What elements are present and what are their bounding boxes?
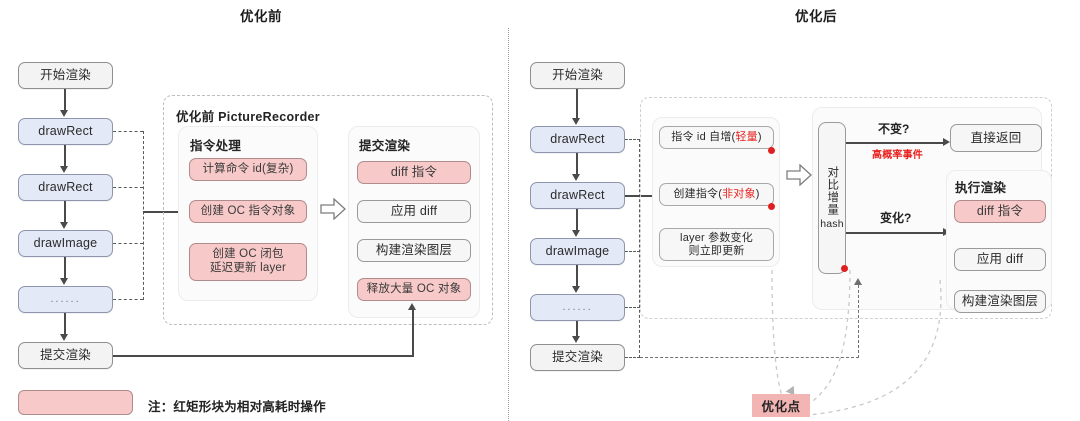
flow-node-drawrect-2-right[interactable]: drawRect — [530, 182, 625, 209]
flow-arrowhead-4-left — [60, 278, 68, 285]
panel-divider — [508, 28, 509, 421]
optimization-callout-curves — [771, 269, 942, 416]
item-build-render-layer-right[interactable]: 构建渲染图层 — [954, 290, 1046, 313]
node-direct-return[interactable]: 直接返回 — [950, 124, 1042, 152]
item-release-oc-objects[interactable]: 释放大量 OC 对象 — [357, 278, 471, 301]
flow-connector-4-right — [576, 265, 578, 287]
group-execute-render-right — [946, 170, 1052, 310]
flow-node-start-right[interactable]: 开始渲染 — [530, 62, 625, 89]
panel-title-before: 优化前 — [240, 9, 282, 24]
flow-node-start-left[interactable]: 开始渲染 — [18, 62, 113, 89]
flow-arrowhead-1-left — [60, 110, 68, 117]
branch-changed-label: 变化? — [880, 211, 912, 225]
flow-connector-3-left — [64, 201, 66, 223]
flow-node-submit-left[interactable]: 提交渲染 — [18, 342, 113, 369]
group-title-submit-render: 提交渲染 — [359, 139, 411, 153]
flow-connector-1-right — [576, 89, 578, 119]
item-create-cmd-label: 创建指令( — [673, 188, 723, 201]
hash-node-label: 对比增量 — [826, 165, 839, 216]
flow-node-ellipsis-right[interactable]: ...... — [530, 294, 625, 321]
flow-arrowhead-3-left — [60, 222, 68, 229]
flow-connector-2-left — [64, 145, 66, 167]
item-diff-cmd-right[interactable]: diff 指令 — [954, 200, 1046, 223]
legend-swatch-pink — [18, 390, 133, 415]
item-create-oc-cmd-object[interactable]: 创建 OC 指令对象 — [189, 200, 307, 223]
hash-node-sublabel: hash — [820, 217, 844, 230]
submit-to-release-line-left — [113, 355, 414, 357]
item-apply-diff-right[interactable]: 应用 diff — [954, 248, 1046, 271]
group-title-instruction-processing: 指令处理 — [190, 139, 242, 153]
flow-connector-4-left — [64, 257, 66, 279]
item-layer-param-change[interactable]: layer 参数变化 则立即更新 — [659, 228, 774, 261]
dashed-tap-5-right — [625, 357, 640, 358]
dashed-tap-1-right — [625, 139, 640, 140]
red-dot-marker-1 — [768, 147, 775, 154]
item-diff-cmd-left[interactable]: diff 指令 — [357, 161, 471, 184]
item-create-cmd-tail: ) — [755, 188, 760, 201]
flow-node-drawrect-1-right[interactable]: drawRect — [530, 126, 625, 153]
item-cmd-id-increment-emph: 轻量 — [735, 131, 758, 144]
flow-arrowhead-5-left — [60, 334, 68, 341]
submit-to-release-riser-left — [412, 310, 414, 355]
dashed-tap-2-left — [113, 187, 143, 188]
flow-arrowhead-2-right — [572, 174, 580, 181]
bus-to-group-line-left — [143, 211, 186, 213]
flow-connector-5-right — [576, 321, 578, 337]
flow-node-ellipsis-label-left: ...... — [50, 293, 81, 306]
flow-node-drawrect-1-left[interactable]: drawRect — [18, 118, 113, 145]
flow-node-submit-right[interactable]: 提交渲染 — [530, 344, 625, 371]
dashed-bus-left — [143, 131, 144, 300]
block-arrow-right-icon-right — [786, 164, 812, 186]
dashed-tap-4-left — [113, 299, 143, 300]
dashed-tap-3-right — [625, 251, 640, 252]
flow-arrowhead-1-right — [572, 118, 580, 125]
flow-arrowhead-5-right — [572, 336, 580, 343]
group-title-execute-render: 执行渲染 — [955, 181, 1007, 195]
legend-note: 注：红矩形块为相对高耗时操作 — [148, 400, 326, 414]
branch-unchanged-line — [846, 142, 945, 144]
branch-unchanged-note: 高概率事件 — [872, 150, 923, 161]
flow-arrowhead-3-right — [572, 230, 580, 237]
submit-feedback-arrow-right — [854, 278, 862, 285]
flow-connector-2-right — [576, 153, 578, 175]
dashed-tap-1-left — [113, 131, 143, 132]
node-compare-incremental-hash[interactable]: 对比增量 hash — [818, 122, 846, 274]
panel-title-after: 优化后 — [795, 9, 837, 24]
submit-to-release-arrow-left — [408, 303, 416, 310]
item-cmd-id-increment-label: 指令 id 自增( — [671, 131, 736, 144]
picturerecorder-container-left — [163, 95, 493, 325]
flow-node-drawimage-right[interactable]: drawImage — [530, 238, 625, 265]
item-create-oc-closure[interactable]: 创建 OC 闭包 延迟更新 layer — [189, 243, 307, 281]
picturerecorder-title-left: 优化前 PictureRecorder — [176, 110, 320, 124]
item-apply-diff-left[interactable]: 应用 diff — [357, 200, 471, 223]
flow-arrowhead-4-right — [572, 286, 580, 293]
flow-arrowhead-2-left — [60, 166, 68, 173]
branch-unchanged-arrow — [943, 138, 950, 146]
item-build-render-layer-left[interactable]: 构建渲染图层 — [357, 239, 471, 262]
flow-connector-5-left — [64, 313, 66, 335]
flow-node-ellipsis-left[interactable]: ...... — [18, 286, 113, 313]
flow-node-drawrect-2-left[interactable]: drawRect — [18, 174, 113, 201]
submit-feedback-line-right — [640, 357, 859, 358]
item-compute-cmd-id[interactable]: 计算命令 id(复杂) — [189, 158, 307, 181]
submit-feedback-riser-right — [858, 285, 859, 358]
dashed-bus-right — [639, 139, 640, 358]
item-cmd-id-increment[interactable]: 指令 id 自增(轻量) — [659, 126, 774, 149]
flow-node-ellipsis-label-right: ...... — [562, 301, 593, 314]
flow-connector-1-left — [64, 89, 66, 111]
dashed-tap-4-right — [625, 307, 640, 308]
item-create-cmd-emph: 非对象 — [722, 188, 756, 201]
branch-unchanged-label: 不变? — [878, 122, 910, 136]
branch-changed-line — [846, 232, 945, 234]
block-arrow-right-icon-left — [320, 198, 346, 220]
flow-node-drawimage-left[interactable]: drawImage — [18, 230, 113, 257]
item-create-cmd-non-object[interactable]: 创建指令(非对象) — [659, 183, 774, 206]
red-dot-marker-2 — [768, 203, 775, 210]
red-dot-marker-3 — [841, 265, 848, 272]
optimization-point-tag[interactable]: 优化点 — [752, 394, 810, 417]
dashed-tap-3-left — [113, 243, 143, 244]
flow-connector-3-right — [576, 209, 578, 231]
item-cmd-id-increment-tail: ) — [757, 131, 762, 144]
